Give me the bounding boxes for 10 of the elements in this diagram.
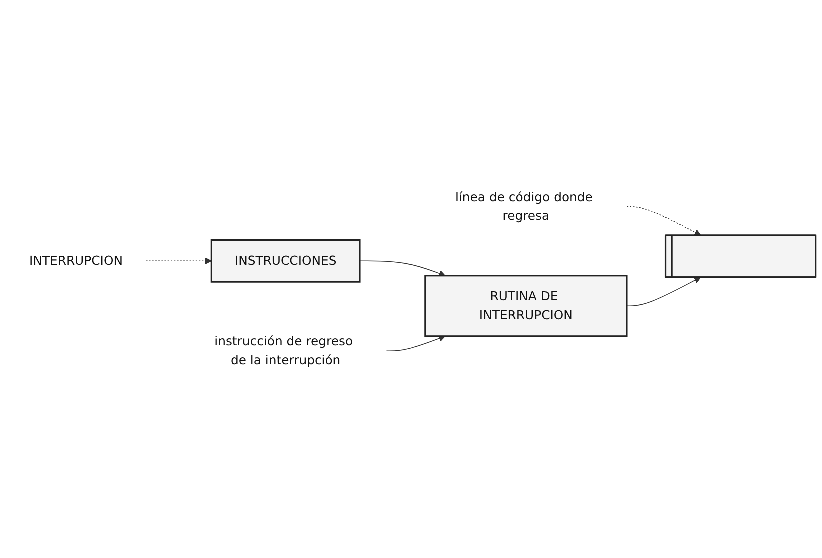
arrow <box>360 260 446 277</box>
arrow <box>626 206 702 236</box>
node-box: INSTRUCCIONES <box>210 239 361 283</box>
arrow <box>626 277 702 307</box>
arrow <box>386 335 446 352</box>
arrow <box>146 258 212 265</box>
node-box: RUTINA DE INTERRUPCION <box>424 275 628 338</box>
node-text: línea de código donde regresa <box>456 190 593 224</box>
node-text: INTERRUPCION <box>29 253 123 268</box>
node-text: instrucción de regreso de la interrupción <box>214 334 354 368</box>
